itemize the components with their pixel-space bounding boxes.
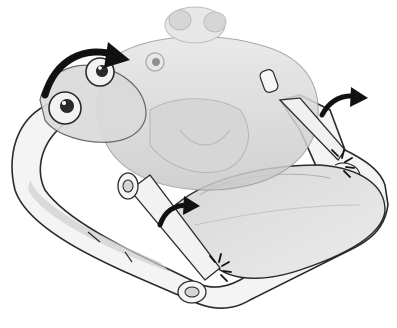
frog-eye-icon: [49, 92, 81, 124]
frog-eye-icon: [146, 53, 164, 71]
